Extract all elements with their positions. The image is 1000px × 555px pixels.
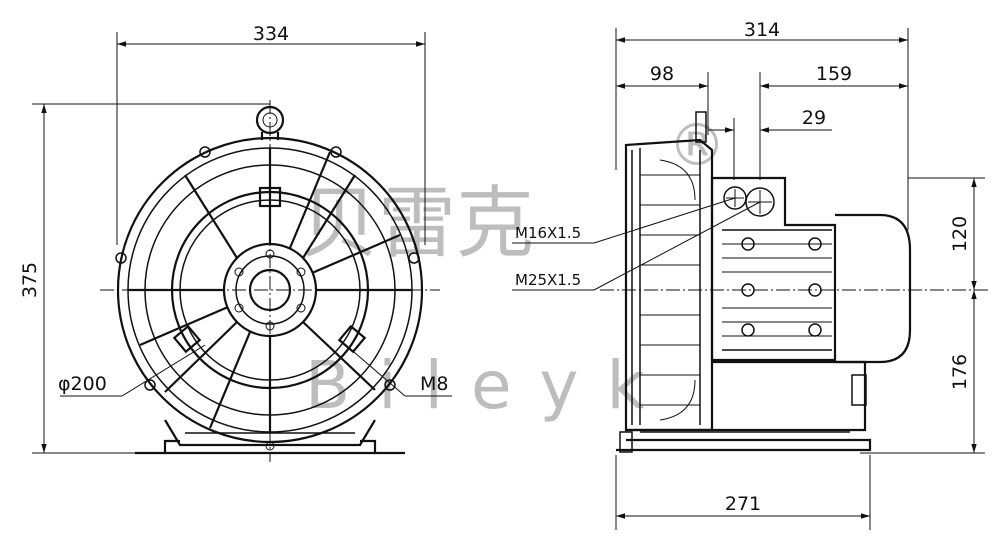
watermark: 贝雷克 Bileyk ®	[300, 111, 726, 424]
dim-120: 120	[949, 216, 971, 252]
label-port-large: M25X1.5	[515, 271, 581, 289]
label-port-small: M16X1.5	[515, 224, 581, 242]
motor-side	[710, 176, 912, 364]
front-view: 334 375	[19, 23, 452, 462]
side-base	[616, 360, 872, 453]
port-m25	[745, 187, 775, 217]
leader-inlet	[121, 344, 206, 397]
dim-176: 176	[949, 354, 971, 390]
dim-side-width: 314	[744, 19, 780, 41]
dim-front-width: 334	[253, 23, 289, 45]
label-inlet-diameter: φ200	[58, 373, 107, 395]
dim-base: 271	[725, 493, 761, 515]
radial-ribs	[128, 148, 412, 432]
dim-159: 159	[816, 63, 852, 85]
leader-m16	[593, 197, 736, 244]
dim-98: 98	[650, 63, 674, 85]
lifting-eye	[255, 105, 285, 135]
dim-front-height: 375	[19, 262, 41, 298]
front-base	[135, 419, 405, 455]
shaft	[248, 268, 292, 312]
side-lifting-eye	[695, 111, 707, 143]
dim-29: 29	[802, 107, 826, 129]
watermark-registered-mark: ®	[668, 111, 726, 179]
side-view: 314 98 159 29 120 176 271	[512, 19, 990, 530]
leader-m25	[593, 201, 761, 291]
label-bolt: M8	[420, 373, 448, 395]
